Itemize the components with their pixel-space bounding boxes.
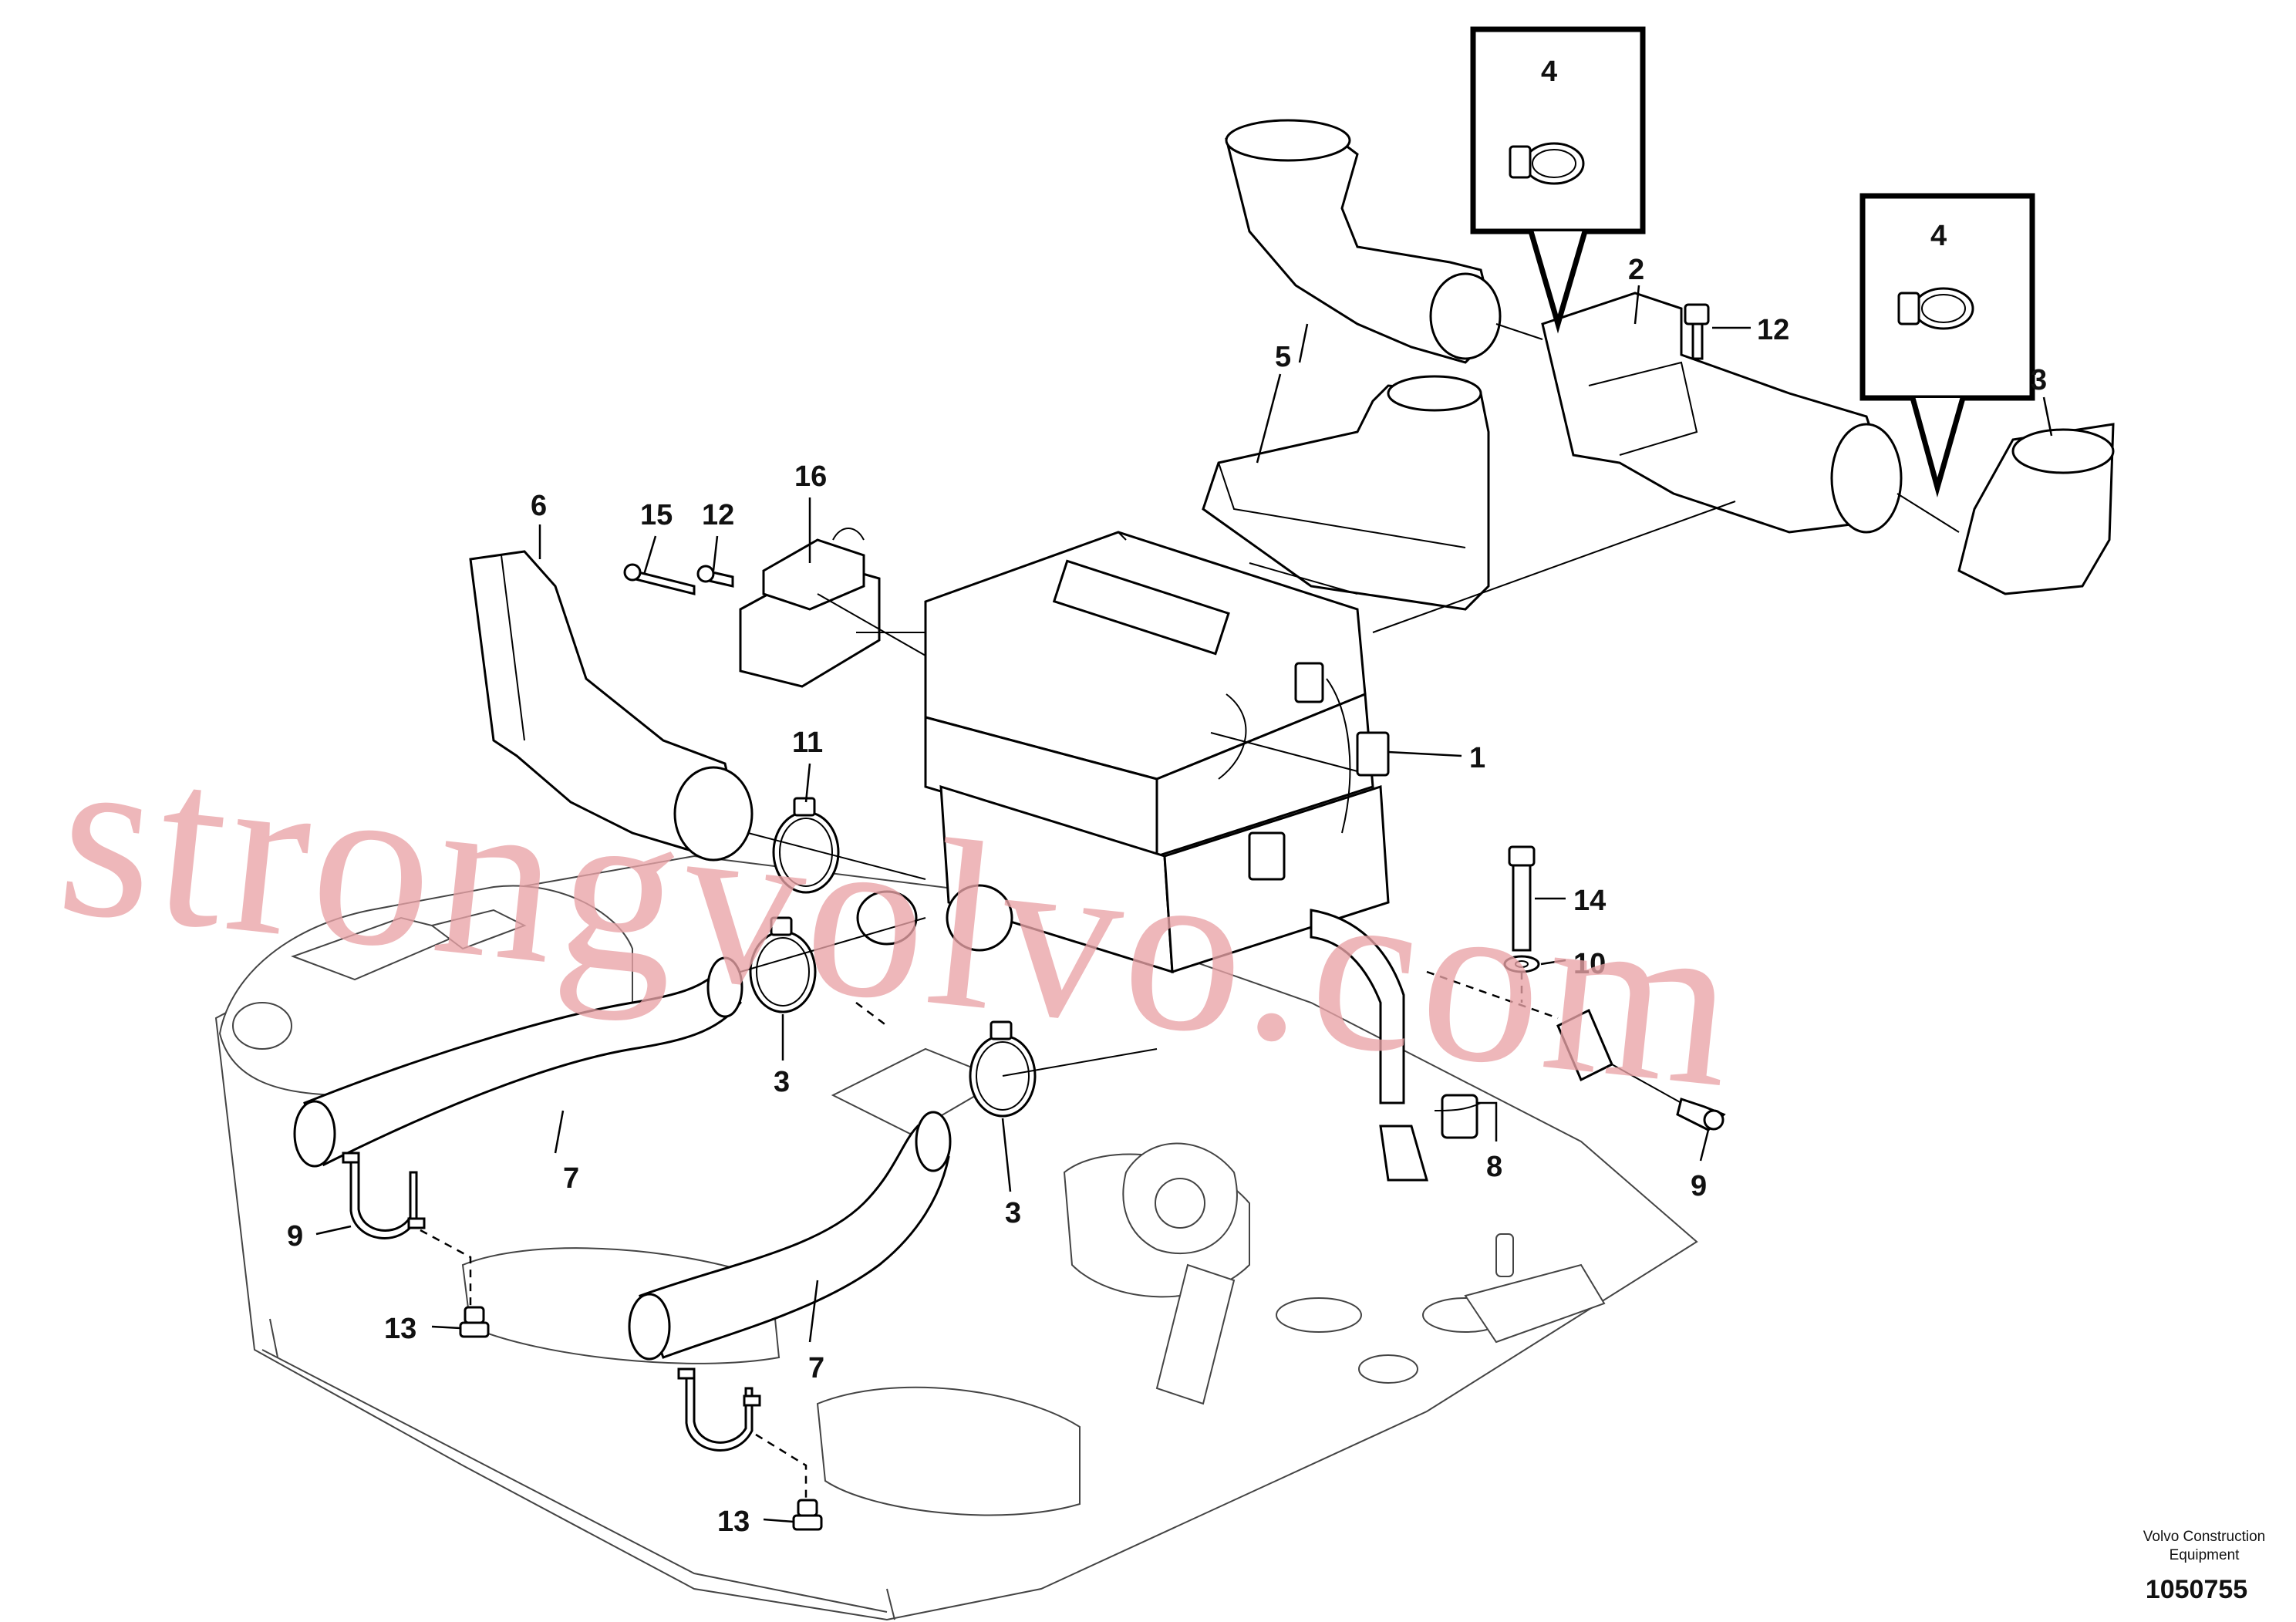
- callout-12-top: 12: [1757, 314, 1789, 346]
- screw-15: [623, 563, 696, 595]
- air-duct-upper: [1541, 292, 1903, 534]
- screw-12-right: [1684, 303, 1710, 360]
- screw-12-left: [696, 565, 734, 588]
- callout-5: 5: [1275, 341, 1291, 373]
- callout-9-right: 9: [1691, 1170, 1707, 1202]
- hose-7-upper: [293, 956, 743, 1168]
- bolt-13-lower: [792, 1499, 823, 1531]
- hose-7-lower: [628, 1111, 952, 1361]
- document-number: 1050755: [2146, 1575, 2247, 1604]
- screw-9-right: [1676, 1098, 1726, 1131]
- callout-10: 10: [1573, 948, 1606, 980]
- hose-clamp-11: [772, 797, 840, 894]
- defroster-nozzle: [1202, 375, 1490, 611]
- callout-4-right: 4: [1930, 220, 1947, 252]
- callout-6: 6: [531, 490, 547, 522]
- callout-14: 14: [1573, 885, 1606, 917]
- strap-9-lower: [677, 1367, 761, 1452]
- heater-unit: [856, 531, 1405, 1104]
- callout-9-left: 9: [287, 1220, 303, 1253]
- callout-7-upper: 7: [563, 1162, 579, 1195]
- callout-3-left: 3: [774, 1066, 790, 1098]
- duct-boot: [1957, 423, 2115, 595]
- callout-3-right: 3: [2031, 364, 2047, 396]
- callout-7-lower: 7: [808, 1352, 824, 1384]
- callout-12-left: 12: [702, 499, 734, 531]
- credit-line-1: Volvo Construction: [2143, 1529, 2265, 1545]
- callout-8: 8: [1486, 1151, 1502, 1183]
- callout-13-upper: 13: [384, 1313, 416, 1345]
- callout-11: 11: [792, 727, 823, 759]
- callout-3-center: 3: [1005, 1197, 1021, 1229]
- callout-4-left: 4: [1541, 56, 1557, 88]
- bolt-14: [1508, 845, 1536, 952]
- detail-box-right: [1859, 193, 2035, 497]
- bracket-8: [1379, 1008, 1613, 1182]
- leader-lines: [315, 285, 2053, 1523]
- bent-duct-top: [1225, 119, 1502, 364]
- credit-line-2: Equipment: [2170, 1547, 2240, 1563]
- callout-2: 2: [1628, 254, 1644, 286]
- strap-9-left: [342, 1152, 426, 1239]
- callout-13-lower: 13: [717, 1506, 750, 1538]
- callout-16: 16: [794, 460, 827, 493]
- detail-box-left: [1470, 26, 1646, 334]
- hose-clamp-3a: [749, 916, 817, 1013]
- bolt-13-upper: [459, 1306, 490, 1338]
- callout-1: 1: [1469, 742, 1485, 774]
- callout-labels: 1 2 3 3 3 4 4 5 6 7 7 8 9 9 10 11 12 12 …: [287, 56, 2047, 1538]
- control-module: [739, 528, 881, 688]
- callout-15: 15: [640, 499, 673, 531]
- left-duct: [469, 550, 754, 862]
